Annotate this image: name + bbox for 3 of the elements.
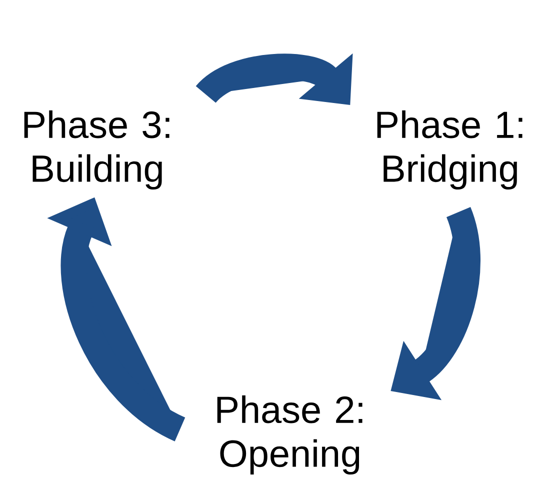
phase-label: Phase 2: Opening [217,395,362,475]
phase-label: Phase 1: Bridging [377,110,522,190]
phase-label: Phase 3: Building [24,110,170,190]
